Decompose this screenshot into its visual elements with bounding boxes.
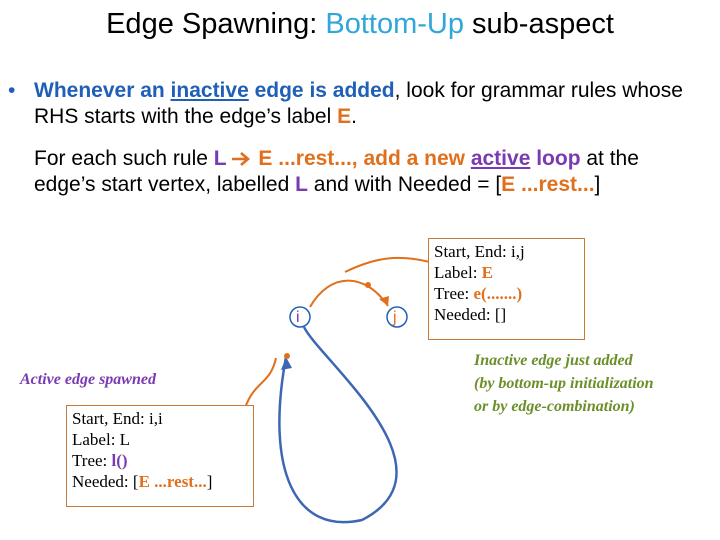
bullet-seg4: , look for grammar rules whose RHS start… xyxy=(34,79,683,128)
inactive-edge-marker xyxy=(365,282,371,288)
vertex-i-label: i xyxy=(296,309,300,326)
bullet-seg1: Whenever an xyxy=(34,79,171,102)
vertex-i-node xyxy=(289,306,311,328)
vertex-j-label: j xyxy=(393,309,397,326)
para-seg1: For each such rule xyxy=(34,147,214,170)
inactive-box-tree-prefix: Tree: xyxy=(434,284,474,303)
active-box-tree-line: Tree: l() xyxy=(72,450,248,471)
rule-paragraph: For each such rule L E ...rest..., add a… xyxy=(34,146,704,198)
active-box-connector xyxy=(244,357,277,409)
inactive-edge-arrowhead xyxy=(379,296,389,306)
bullet-label-e: E xyxy=(337,105,352,128)
inactive-edge-box: Start, End: i,j Label: E Tree: e(.......… xyxy=(428,238,585,340)
active-box-needed-prefix: Needed: [ xyxy=(72,472,139,491)
active-box-tree-prefix: Tree: xyxy=(72,451,112,470)
para-seg8: and with Needed = [ xyxy=(307,173,502,196)
active-box-needed-line: Needed: [E ...rest...] xyxy=(72,471,248,492)
active-loop-marker xyxy=(284,353,290,359)
active-box-tree-value: l() xyxy=(111,451,128,470)
bullet-seg6: . xyxy=(351,105,357,128)
inactive-box-tree-value: e(.......) xyxy=(473,284,523,303)
inactive-caption-line1: Inactive edge just added xyxy=(474,352,633,369)
para-rule-rest: E ...rest..., add a new xyxy=(252,147,471,170)
title-highlight: Bottom-Up xyxy=(325,8,464,40)
inactive-edge-caption: Inactive edge just added (by bottom-up i… xyxy=(474,349,714,418)
para-seg6: at the edge’s start vertex, labelled xyxy=(34,147,639,196)
active-box-needed-e: E xyxy=(138,472,150,491)
inactive-caption-line3: or by edge-combination) xyxy=(474,398,635,415)
active-box-label: Label: L xyxy=(72,430,131,449)
para-rule-l: L xyxy=(213,147,227,170)
inactive-edge xyxy=(309,279,389,308)
para-needed-e: E xyxy=(501,173,516,196)
active-loop-arrowhead xyxy=(281,357,292,370)
active-loop-edge xyxy=(278,326,398,524)
title-text-part1: Edge Spawning: xyxy=(106,8,326,40)
inactive-box-tree-line: Tree: e(.......) xyxy=(434,283,579,304)
bullet-inactive: inactive xyxy=(170,79,249,102)
slide-title: Edge Spawning: Bottom-Up sub-aspect xyxy=(0,8,720,41)
inactive-caption-line2: (by bottom-up initialization xyxy=(474,375,654,392)
inactive-box-start-end: Start, End: i,j xyxy=(434,242,525,261)
active-edge-box: Start, End: i,i Label: L Tree: l() Neede… xyxy=(66,405,254,507)
para-label-l: L xyxy=(295,173,308,196)
inactive-box-label-prefix: Label: xyxy=(434,263,482,282)
title-text-part2: sub-aspect xyxy=(463,8,614,40)
para-active: active xyxy=(470,147,531,170)
inactive-box-label-value: E xyxy=(481,263,494,282)
bullet-text: Whenever an inactive edge is added, look… xyxy=(34,78,704,130)
arrow-icon xyxy=(227,147,253,170)
active-box-needed-suffix: ] xyxy=(206,472,213,491)
active-box-needed-rest: ...rest... xyxy=(149,472,207,491)
bullet-seg3: edge is added xyxy=(248,79,395,102)
inactive-box-label-line: Label: E xyxy=(434,262,579,283)
inactive-box-needed: Needed: [] xyxy=(434,305,507,324)
para-seg11: ] xyxy=(594,173,601,196)
active-box-start-end: Start, End: i,i xyxy=(72,409,163,428)
para-loop: loop xyxy=(530,147,581,170)
para-needed-rest: ...rest... xyxy=(515,173,595,196)
active-edge-caption: Active edge spawned xyxy=(20,371,156,388)
bullet-symbol: • xyxy=(8,79,16,102)
inactive-box-connector xyxy=(344,256,431,273)
vertex-j-node xyxy=(386,306,408,328)
